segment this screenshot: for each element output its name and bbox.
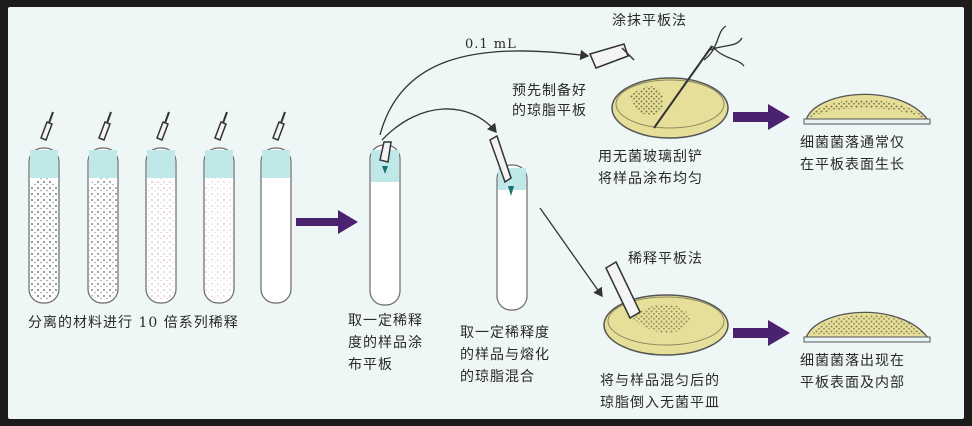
pipette-icon [272,121,285,141]
spreader-icon [653,25,745,129]
pour-method-label: 稀释平板法 [628,251,703,267]
dilution-tube-4 [203,111,235,304]
spread-step-label-1: 用无菌玻璃刮铲 [598,149,703,165]
pipette-icon [156,121,169,141]
prepared-plate-label-1: 预先制备好 [512,83,587,99]
spread-sample-tube [369,141,401,306]
dilution-tube-3 [145,111,177,304]
spread-method-label: 涂抹平板法 [612,13,687,29]
flow-arrow-icon [296,210,358,234]
pipette-icon [379,141,392,163]
take-for-pour-label-2: 的样品与熔化 [460,347,550,363]
flow-arrow-icon [733,320,790,346]
spread-step-label-2: 将样品涂布均匀 [598,171,703,187]
pipette-icon [489,134,512,184]
take-for-spread-label-1: 取一定稀释 [348,313,423,329]
in-agar-growth-label-1: 细菌菌落出现在 [800,353,905,369]
surface-growth-label-2: 在平板表面生长 [800,157,905,173]
take-for-pour-label-1: 取一定稀释度 [460,325,550,341]
pipette-icon [588,43,629,69]
prepared-plate-label-2: 的琼脂平板 [512,103,587,119]
pour-sample-tube [489,134,528,311]
colony-dome-icon [803,93,931,125]
flow-arrow-icon [733,104,790,130]
pipette-icon [40,121,53,141]
volume-label: 0.1 mL [465,37,517,52]
dilution-tube-1 [28,111,60,304]
take-for-pour-label-3: 的琼脂混合 [460,369,535,385]
take-for-spread-label-2: 度的样品涂 [348,335,423,351]
pour-step-label-2: 琼脂倒入无菌平皿 [600,395,720,411]
pipette-icon [214,121,227,141]
spread-petri-dish [588,25,745,139]
pour-step-label-1: 将与样品混匀后的 [600,373,720,389]
take-for-spread-label-3: 布平板 [348,357,393,373]
pipette-icon [605,260,641,320]
colony-dome-icon [803,311,931,343]
dilution-tube-2 [87,111,119,304]
pour-petri-dish [603,260,729,356]
surface-growth-label-1: 细菌菌落通常仅 [800,135,905,151]
in-agar-growth-label-2: 平板表面及内部 [800,375,905,391]
pipette-icon [98,121,111,141]
dilution-tube-5 [260,111,292,304]
dilution-series-label: 分离的材料进行 10 倍系列稀释 [28,315,239,331]
